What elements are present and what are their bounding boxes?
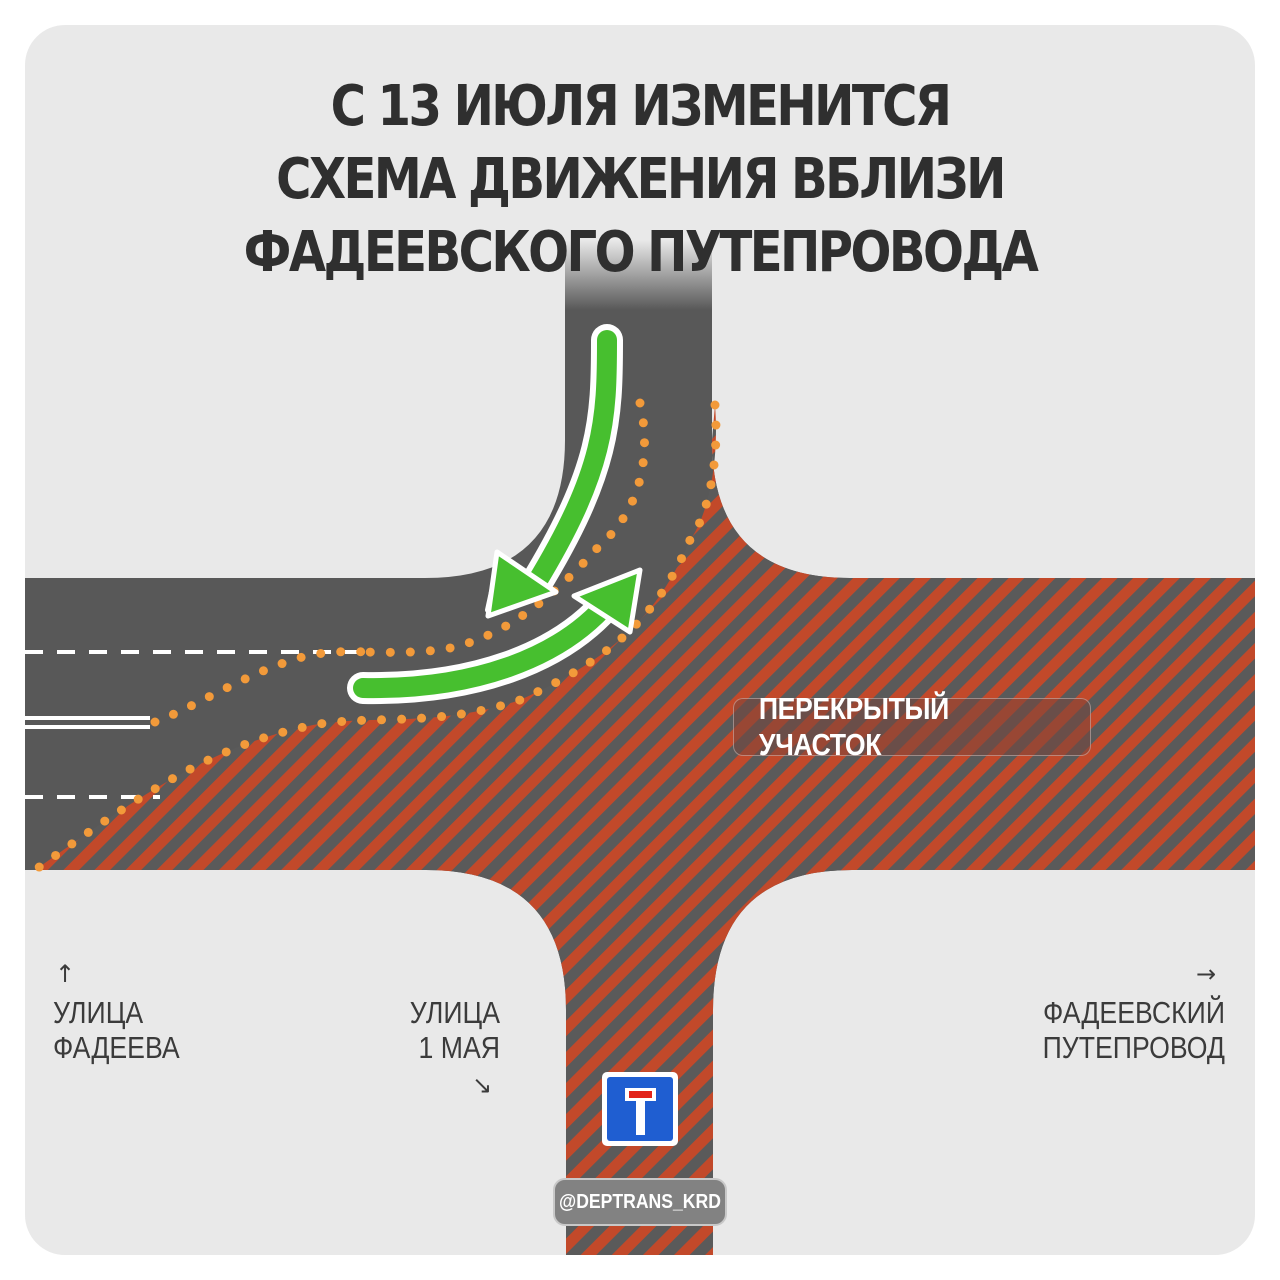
arrow-down-right-icon: ↘ [472,1071,493,1099]
arrow-right-icon: → [1196,960,1217,988]
street-label-fadeeva: УЛИЦА ФАДЕЕВА [53,995,180,1065]
title-line-2: СХЕМА ДВИЖЕНИЯ ВБЛИЗИ [276,147,1006,212]
social-handle-badge: @DEPTRANS_KRD [553,1178,727,1226]
title-line-1: С 13 ИЮЛЯ ИЗМЕНИТСЯ [330,74,952,139]
road-fade-top [560,240,720,310]
route-arrows [347,324,643,705]
title-line-3: ФАДЕЕВСКОГО ПУТЕПРОВОДА [243,220,1039,285]
green-route-arrow-down [485,324,623,619]
dead-end-sign-icon [602,1072,678,1146]
page-title: С 13 ИЮЛЯ ИЗМЕНИТСЯ СХЕМА ДВИЖЕНИЯ ВБЛИЗ… [111,70,1169,289]
street-label-1-maya: УЛИЦА 1 МАЯ [409,995,500,1065]
green-route-arrow-up [347,567,643,705]
arrow-up-icon: ↑ [55,960,76,988]
closed-section-label: ПЕРЕКРЫТЫЙ УЧАСТОК [733,691,1091,762]
dotted-boundaries [30,398,721,875]
closed-zone [35,405,1255,1255]
street-label-overpass: ФАДЕЕВСКИЙ ПУТЕПРОВОД [1042,995,1225,1065]
